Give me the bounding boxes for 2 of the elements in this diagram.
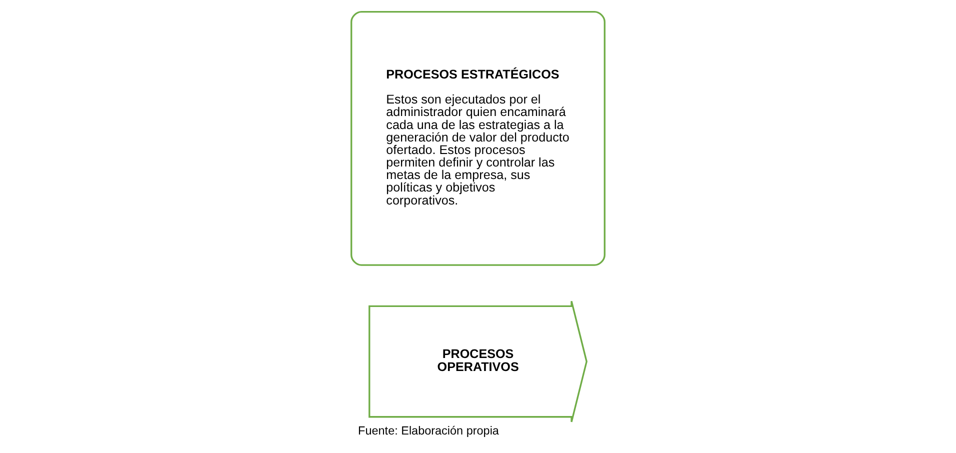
caption: Fuente: Elaboración propia <box>358 424 499 438</box>
node-box: PROCESOS ESTRATÉGICOS Estos son ejecutados por el administrador quien encaminará cada una de las estrategias a la generación de valor del producto ofertado. Estos procesos permiten definir y controlar las metas de la empresa, sus políticas y objetivos corporativos. <box>350 10 606 266</box>
